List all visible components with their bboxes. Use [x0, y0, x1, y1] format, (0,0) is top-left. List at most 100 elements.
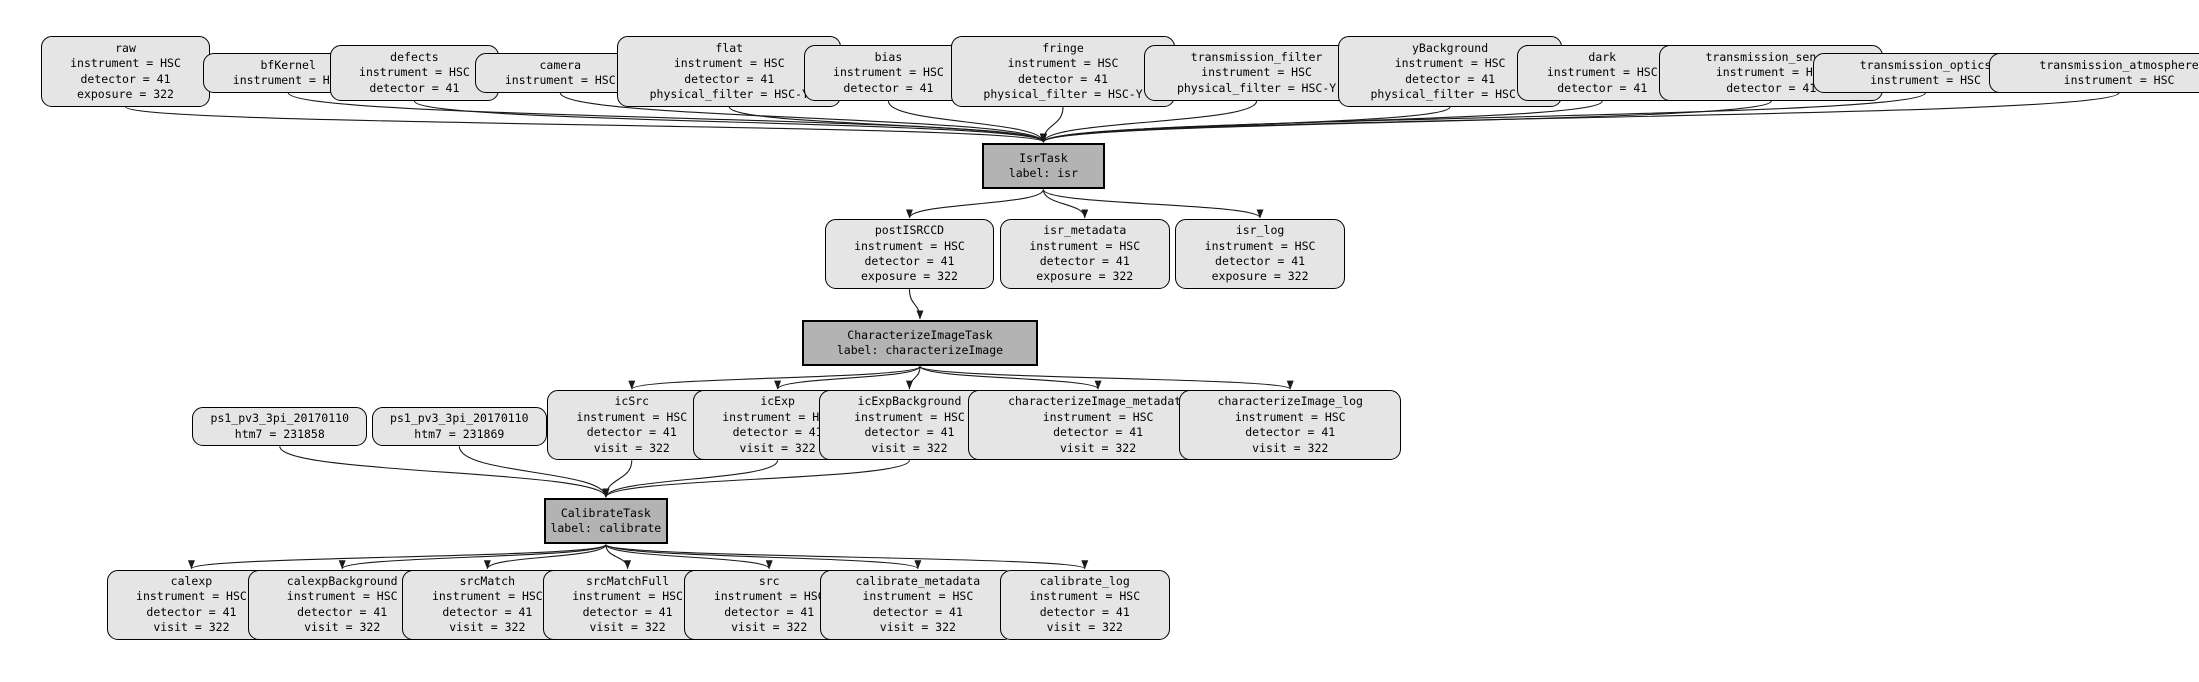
graph-edge — [602, 460, 633, 498]
node-title: icExpBackground — [857, 394, 962, 409]
graph-edges — [124, 92, 2120, 570]
node-detail-line: label: calibrate — [550, 521, 662, 536]
node-title: transmission_filter — [1190, 49, 1323, 64]
node-title: camera — [539, 57, 582, 72]
node-title: defects — [390, 49, 439, 64]
graph-edge — [919, 365, 1294, 390]
node-detail-line: label: isr — [1008, 166, 1079, 181]
node-detail-line: physical_filter = HSC-Y — [983, 86, 1143, 101]
node-detail-line: instrument = HSC — [431, 589, 543, 604]
node-title: transmission_optics — [1859, 57, 1992, 72]
node-title: raw — [115, 40, 136, 55]
node-title: bfKernel — [260, 57, 316, 72]
graph-edge — [605, 543, 773, 570]
node-title: characterizeImage_metadata — [1008, 394, 1189, 409]
node-detail-line: instrument = HSC — [1042, 409, 1154, 424]
node-title: calexpBackground — [286, 574, 398, 588]
node-detail-line: instrument = HSC — [1029, 238, 1141, 253]
node-detail-line: exposure = 322 — [1036, 269, 1134, 284]
node-detail-line: detector = 41 — [864, 425, 955, 440]
graph-edge — [1039, 106, 1064, 143]
node-title: isr_log — [1235, 223, 1285, 238]
graph-edge — [602, 460, 779, 498]
node-detail-line: instrument = HSC — [1870, 72, 1981, 87]
node-detail-line: instrument = HSC — [1204, 238, 1316, 253]
node-detail-line: detector = 41 — [80, 71, 171, 86]
node-detail-line: instrument = HSC — [576, 409, 688, 424]
node-detail-line: visit = 322 — [731, 620, 808, 635]
node-title: calibrate_metadata — [855, 574, 981, 588]
node-detail-line: detector = 41 — [586, 425, 677, 440]
node-detail-line: instrument = HSC — [232, 72, 344, 87]
node-detail-line: instrument = HSC — [862, 589, 974, 604]
node-detail-line: detector = 41 — [732, 425, 823, 440]
node-detail-line: detector = 41 — [843, 80, 934, 95]
node-detail-line: instrument = HSC — [854, 238, 965, 253]
node-detail-line: physical_filter = HSC-Y — [1370, 86, 1530, 101]
node-detail-line: detector = 41 — [297, 604, 388, 619]
node-detail-line: detector = 41 — [369, 80, 460, 95]
node-title: srcMatchFull — [586, 574, 670, 588]
graph-edge — [188, 543, 607, 570]
node-detail-line: instrument = HSC — [504, 72, 616, 87]
node-detail-line: instrument = HSC — [854, 409, 965, 424]
graph-edge — [605, 543, 1088, 570]
node-detail-line: detector = 41 — [1726, 80, 1817, 95]
node-detail-line: detector = 41 — [1557, 80, 1648, 95]
graph-edge — [413, 100, 1047, 143]
node-detail-line: visit = 322 — [593, 440, 670, 455]
node-title: CharacterizeImageTask — [847, 327, 993, 342]
node-detail-line: visit = 322 — [1060, 440, 1137, 455]
node-title: transmission_atmosphere — [2039, 57, 2199, 72]
graph-edge — [905, 366, 921, 390]
node-detail-line: visit = 322 — [449, 620, 526, 635]
node-detail-line: visit = 322 — [871, 440, 948, 455]
node-detail-line: visit = 322 — [879, 620, 956, 635]
node-detail-line: instrument = HSC — [833, 65, 944, 80]
node-detail-line: instrument = HSC — [70, 56, 181, 71]
node-detail-line: detector = 41 — [872, 604, 963, 619]
node-title: isr_metadata — [1043, 223, 1127, 238]
node-detail-line: instrument = HSC — [1394, 56, 1506, 71]
node-title: calibrate_log — [1039, 574, 1130, 588]
node-title: flat — [715, 40, 744, 55]
node-detail-line: detector = 41 — [582, 604, 673, 619]
graph-edge — [628, 365, 921, 390]
node-title: icExp — [760, 394, 795, 409]
node-detail-line: detector = 41 — [1018, 71, 1109, 86]
graph-edge — [124, 106, 1047, 143]
node-detail-line: instrument = HSC — [713, 589, 825, 604]
node-title: dark — [1588, 49, 1617, 64]
node-detail-line: detector = 41 — [1039, 604, 1130, 619]
node-detail-line: instrument = HSC — [673, 56, 785, 71]
node-detail-line: visit = 322 — [1046, 620, 1123, 635]
graph-edge — [728, 106, 1047, 143]
node-detail-line: instrument = HSC — [1007, 56, 1119, 71]
node-detail-line: detector = 41 — [442, 604, 533, 619]
node-detail-line: label: characterizeImage — [836, 343, 1004, 358]
node-detail-line: instrument = HSC — [359, 65, 470, 80]
node-detail-line: instrument = HSC — [572, 589, 683, 604]
